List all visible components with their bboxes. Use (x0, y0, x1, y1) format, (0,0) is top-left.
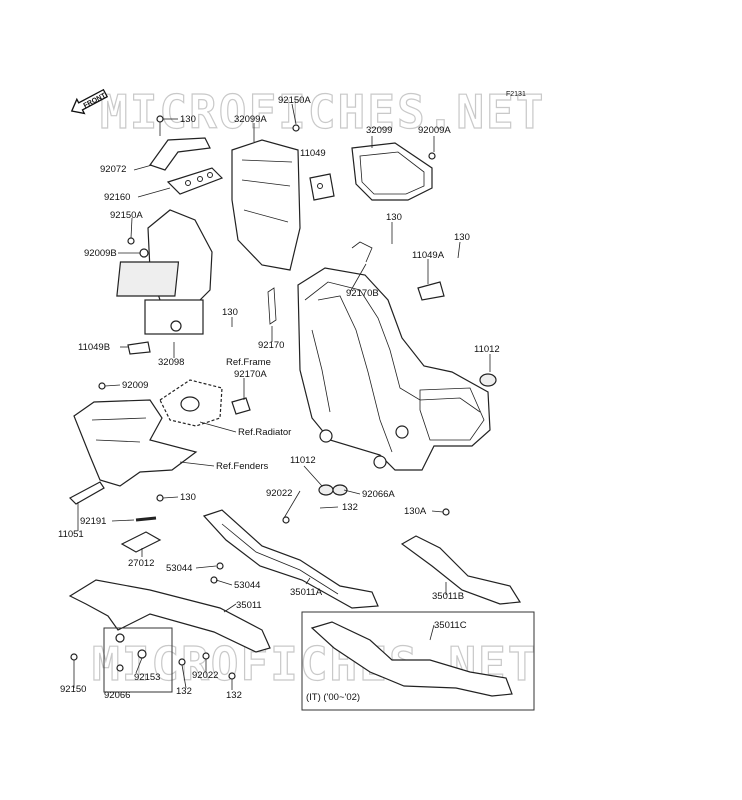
label-92170: 92170 (258, 340, 284, 351)
label-130A: 130A (404, 506, 427, 517)
label-130: 130 (180, 114, 196, 125)
label-92066: 92066 (104, 690, 130, 701)
inset-caption: (IT) ('00~'02) (306, 692, 360, 703)
part-labels: 130 92150A 32099A 32099 92009A 92072 110… (58, 95, 500, 701)
label-92022: 92022 (266, 488, 292, 499)
bracket-11049A-part (417, 281, 445, 301)
bracket-27012-part (120, 494, 164, 553)
label-32099A: 32099A (234, 114, 267, 125)
label-132-2: 132 (176, 686, 192, 697)
label-92009: 92009 (122, 380, 148, 391)
guard-35011-part (68, 579, 271, 653)
label-92150: 92150 (60, 684, 86, 695)
label-11049A: 11049A (412, 250, 445, 261)
fasteners-part (70, 484, 348, 680)
label-92160: 92160 (104, 192, 130, 203)
label-132: 132 (342, 502, 358, 513)
label-92022-2: 92022 (192, 670, 218, 681)
inset-box (301, 611, 535, 711)
label-11049: 11049 (300, 148, 326, 159)
label-92066A: 92066A (362, 489, 395, 500)
label-130-5: 130 (180, 492, 196, 503)
label-35011: 35011 (236, 600, 262, 611)
fastener-group-box (103, 627, 173, 693)
watermark-top: MICROFICHES.NET (100, 85, 545, 139)
label-32098: 32098 (158, 357, 184, 368)
bracket-92072-part (149, 115, 211, 171)
radiator-bracket-part (159, 379, 251, 427)
label-11051: 11051 (58, 529, 84, 540)
clamp-92170-part (267, 241, 373, 325)
diagram-code: F2131 (506, 91, 526, 98)
label-92009A: 92009A (418, 125, 451, 136)
fender-undercover-part (73, 382, 198, 487)
bracket-92160-part (166, 167, 224, 195)
leader-lines (73, 103, 491, 690)
label-35011C: 35011C (434, 620, 467, 631)
cap-11012-part (479, 373, 497, 387)
label-11049B: 11049B (78, 342, 110, 353)
label-35011A: 35011A (290, 587, 323, 598)
label-ref-frame: Ref.Frame (226, 357, 271, 368)
label-92170A: 92170A (234, 369, 267, 380)
label-53044-2: 53044 (234, 580, 260, 591)
label-27012: 27012 (128, 558, 154, 569)
label-92150A-2: 92150A (110, 210, 143, 221)
label-ref-radiator: Ref.Radiator (238, 427, 291, 438)
label-130-2: 130 (386, 212, 402, 223)
guard-35011C-part (310, 621, 513, 697)
label-92009B: 92009B (84, 248, 117, 259)
label-130-4: 130 (222, 307, 238, 318)
label-53044: 53044 (166, 563, 192, 574)
label-92170B: 92170B (346, 288, 379, 299)
bracket-11049-part (309, 173, 335, 201)
bracket-11049B-part (127, 341, 151, 355)
cover-32099-part (351, 142, 436, 201)
label-92072: 92072 (100, 164, 126, 175)
label-92153: 92153 (134, 672, 160, 683)
pin-92191-part (135, 516, 157, 522)
label-130-3: 130 (454, 232, 470, 243)
label-ref-fenders: Ref.Fenders (216, 461, 269, 472)
label-132-3: 132 (226, 690, 242, 701)
guard-35011A-part (202, 509, 379, 609)
frame-part (297, 267, 491, 471)
label-11012: 11012 (474, 344, 500, 355)
battery-case-part (116, 209, 213, 335)
bracket-11051-part (69, 481, 105, 505)
label-32099: 32099 (366, 125, 392, 136)
label-11012-2: 11012 (290, 455, 316, 466)
label-92150A: 92150A (278, 95, 311, 106)
cover-32099A-part (231, 124, 301, 271)
label-35011B: 35011B (432, 591, 464, 602)
guard-35011B-part (400, 508, 522, 605)
label-92191: 92191 (80, 516, 106, 527)
